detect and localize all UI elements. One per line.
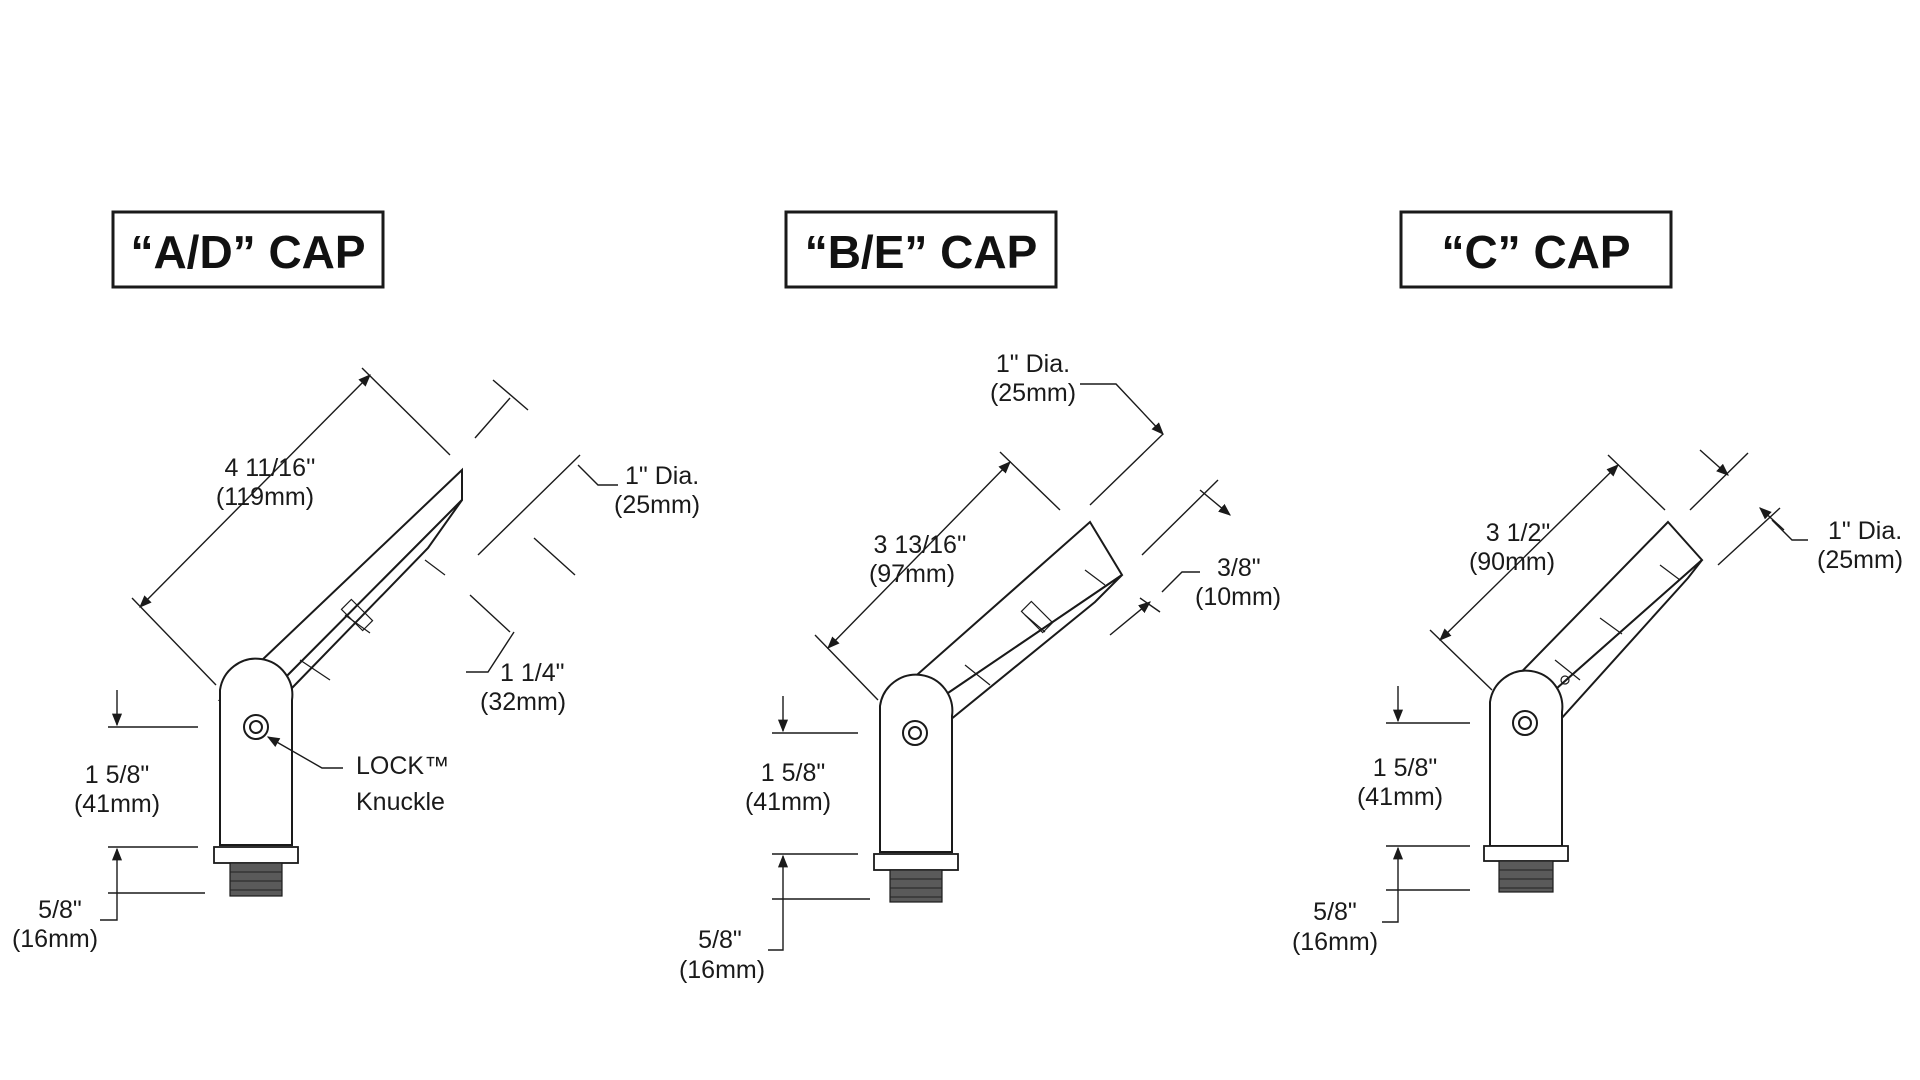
ad-length-label: 4 11/16'' bbox=[224, 454, 315, 482]
be-knuckle-mm: (41mm) bbox=[745, 788, 831, 816]
ad-diameter-mm: (25mm) bbox=[614, 491, 700, 519]
fixture-ad: 4 11/16'' (119mm) 1" Dia. (25mm) 1 1/4" … bbox=[12, 367, 700, 953]
be-diameter-dimension: 1" Dia. (25mm) bbox=[990, 350, 1164, 506]
be-knuckle-label: 1 5/8" bbox=[761, 759, 825, 787]
ad-knuckle-callout-line1: LOCK™ bbox=[356, 752, 449, 780]
title-box-c: “C” CAP bbox=[1399, 210, 1673, 289]
title-ad: “A/D” CAP bbox=[130, 226, 365, 278]
fixture-be-knuckle bbox=[879, 673, 954, 853]
ad-knuckle-dimension: 1 5/8" (41mm) bbox=[74, 690, 198, 848]
be-knuckle-dimension: 1 5/8" (41mm) bbox=[745, 696, 858, 855]
fixture-c: 3 1/2" (90mm) 1" Dia. (25mm) 1 5/8" (41m… bbox=[1292, 449, 1903, 956]
ad-knuckle-callout: LOCK™ Knuckle bbox=[266, 736, 449, 816]
c-diameter-label: 1" Dia. bbox=[1828, 517, 1902, 545]
ad-thread-mm: (16mm) bbox=[12, 925, 98, 953]
ad-length-dimension: 4 11/16'' (119mm) bbox=[131, 367, 451, 686]
fixture-c-base bbox=[1483, 845, 1569, 893]
ad-length-mm: (119mm) bbox=[216, 483, 314, 511]
be-diameter-mm: (25mm) bbox=[990, 379, 1076, 407]
be-shroud-label: 3/8" bbox=[1217, 554, 1261, 582]
be-length-label: 3 13/16'' bbox=[874, 531, 967, 559]
c-knuckle-mm: (41mm) bbox=[1357, 783, 1443, 811]
ad-shroud-label: 1 1/4" bbox=[500, 659, 564, 687]
c-length-label: 3 1/2" bbox=[1486, 519, 1550, 547]
c-diameter-dimension: 1" Dia. (25mm) bbox=[1689, 449, 1903, 574]
be-length-mm: (97mm) bbox=[869, 560, 955, 588]
be-shroud-dimension: 3/8" (10mm) bbox=[1109, 479, 1281, 636]
c-length-dimension: 3 1/2" (90mm) bbox=[1429, 454, 1666, 691]
fixture-ad-knuckle bbox=[219, 657, 294, 846]
ad-thread-label: 5/8" bbox=[38, 896, 82, 924]
be-length-dimension: 3 13/16'' (97mm) bbox=[814, 451, 1061, 701]
be-diameter-label: 1" Dia. bbox=[996, 350, 1070, 378]
c-diameter-mm: (25mm) bbox=[1817, 546, 1903, 574]
fixture-be: 1" Dia. (25mm) 3 13/16'' (97mm) 3/8" (10… bbox=[679, 350, 1281, 984]
be-shroud-mm: (10mm) bbox=[1195, 583, 1281, 611]
be-thread-label: 5/8" bbox=[698, 926, 742, 954]
fixture-ad-base bbox=[213, 846, 299, 897]
c-length-mm: (90mm) bbox=[1469, 548, 1555, 576]
c-knuckle-dimension: 1 5/8" (41mm) bbox=[1357, 686, 1470, 847]
fixture-be-base bbox=[873, 853, 959, 903]
ad-thread-dimension: 5/8" (16mm) bbox=[12, 847, 205, 953]
ad-diameter-dimension: 1" Dia. (25mm) bbox=[474, 379, 700, 576]
fixture-c-knuckle bbox=[1489, 669, 1564, 847]
c-thread-dimension: 5/8" (16mm) bbox=[1292, 846, 1470, 956]
be-thread-mm: (16mm) bbox=[679, 956, 765, 984]
c-knuckle-label: 1 5/8" bbox=[1373, 754, 1437, 782]
ad-shroud-dimension: 1 1/4" (32mm) bbox=[466, 594, 566, 716]
ad-knuckle-callout-line2: Knuckle bbox=[356, 788, 445, 816]
title-box-be: “B/E” CAP bbox=[784, 210, 1058, 289]
title-be: “B/E” CAP bbox=[805, 226, 1038, 278]
ad-diameter-label: 1" Dia. bbox=[625, 462, 699, 490]
be-thread-dimension: 5/8" (16mm) bbox=[679, 854, 870, 984]
ad-knuckle-mm: (41mm) bbox=[74, 790, 160, 818]
ad-shroud-mm: (32mm) bbox=[480, 688, 566, 716]
c-thread-label: 5/8" bbox=[1313, 898, 1357, 926]
c-thread-mm: (16mm) bbox=[1292, 928, 1378, 956]
title-box-ad: “A/D” CAP bbox=[111, 210, 385, 289]
title-c: “C” CAP bbox=[1441, 226, 1630, 278]
ad-knuckle-label: 1 5/8" bbox=[85, 761, 149, 789]
